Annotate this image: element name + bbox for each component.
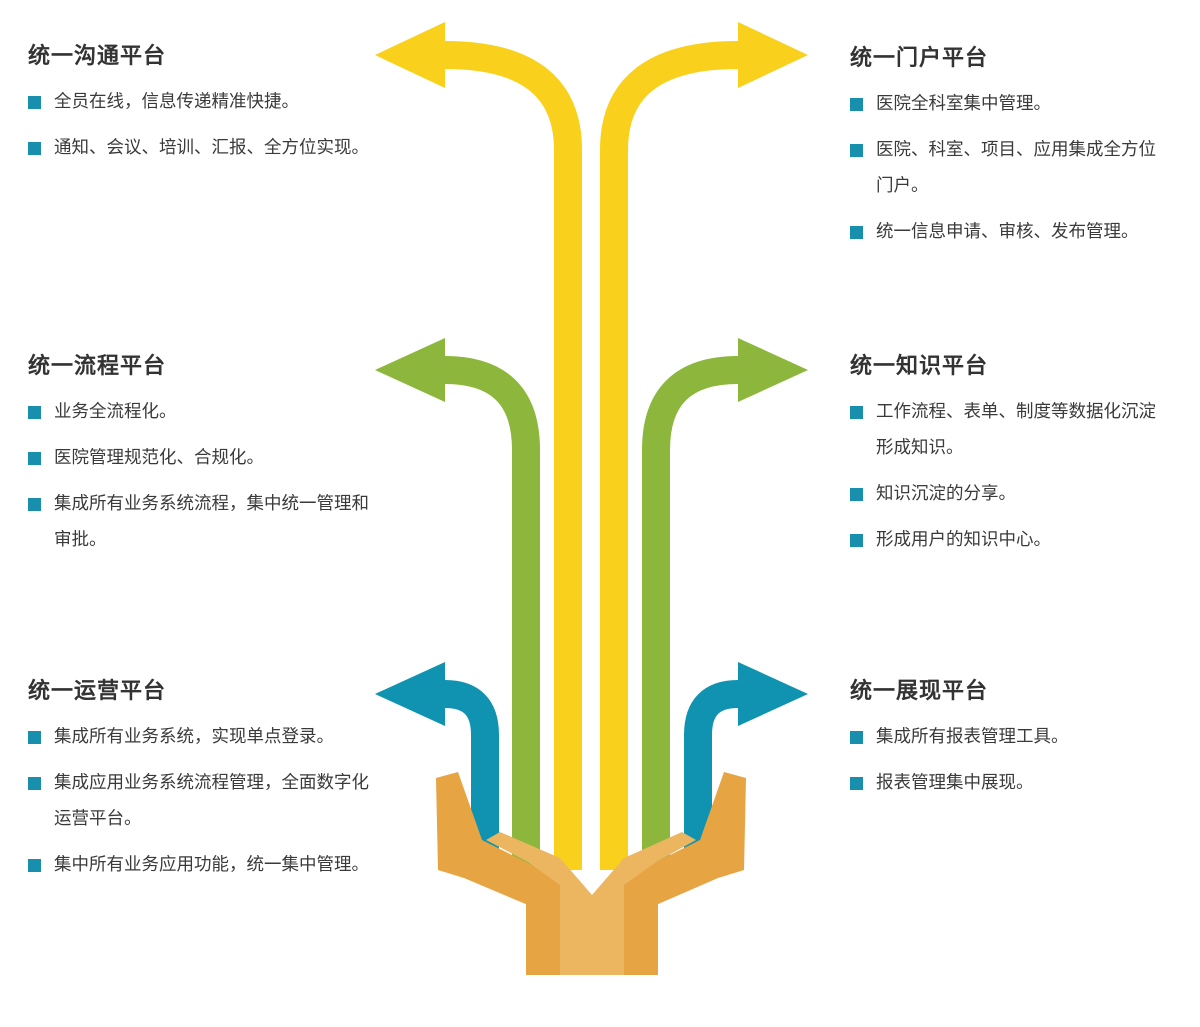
list-item-text: 集成应用业务系统流程管理，全面数字化运营平台。 [54, 773, 369, 829]
section-title: 统一门户平台 [850, 46, 989, 71]
item-list: 医院全科室集中管理。 医院、科室、项目、应用集成全方位门户。 统一信息申请、审核… [850, 86, 1170, 250]
list-item-text: 通知、会议、培训、汇报、全方位实现。 [54, 138, 369, 158]
list-item: 报表管理集中展现。 [850, 765, 1170, 801]
teal-arrow-left [444, 680, 499, 870]
bullet-square-icon [28, 452, 41, 465]
green-arrow-right [642, 356, 739, 870]
list-item: 医院、科室、项目、应用集成全方位门户。 [850, 132, 1170, 204]
section-title: 统一沟通平台 [28, 44, 167, 69]
list-item: 集成所有报表管理工具。 [850, 719, 1170, 755]
list-item-text: 统一信息申请、审核、发布管理。 [876, 222, 1139, 242]
item-list: 集成所有报表管理工具。 报表管理集中展现。 [850, 719, 1170, 801]
list-item: 统一信息申请、审核、发布管理。 [850, 214, 1170, 250]
list-item-text: 形成用户的知识中心。 [876, 530, 1051, 550]
list-item: 工作流程、表单、制度等数据化沉淀形成知识。 [850, 394, 1170, 466]
green-arrow-left [444, 356, 540, 870]
list-item-text: 报表管理集中展现。 [876, 773, 1034, 793]
yellow-arrow-left-head [375, 22, 445, 88]
bullet-square-icon [850, 226, 863, 239]
list-item-text: 集成所有业务系统，实现单点登录。 [54, 727, 334, 747]
bullet-square-icon [850, 534, 863, 547]
list-item: 集成所有业务系统流程，集中统一管理和审批。 [28, 486, 373, 558]
bullet-square-icon [28, 142, 41, 155]
section-knowledge-platform: 统一知识平台 工作流程、表单、制度等数据化沉淀形成知识。 知识沉淀的分享。 形成… [850, 352, 1170, 568]
green-arrow-left-head [375, 338, 445, 402]
bullet-square-icon [28, 96, 41, 109]
list-item-text: 医院、科室、项目、应用集成全方位门户。 [876, 140, 1156, 196]
list-item: 集中所有业务应用功能，统一集中管理。 [28, 847, 373, 883]
list-item-text: 工作流程、表单、制度等数据化沉淀形成知识。 [876, 402, 1156, 458]
bullet-square-icon [28, 406, 41, 419]
bullet-square-icon [28, 731, 41, 744]
list-item-text: 集中所有业务应用功能，统一集中管理。 [54, 855, 369, 875]
bullet-square-icon [850, 406, 863, 419]
item-list: 集成所有业务系统，实现单点登录。 集成应用业务系统流程管理，全面数字化运营平台。… [28, 719, 373, 883]
list-item: 业务全流程化。 [28, 394, 373, 430]
section-communication-platform: 统一沟通平台 全员在线，信息传递精准快捷。 通知、会议、培训、汇报、全方位实现。 [28, 42, 373, 176]
section-operations-platform: 统一运营平台 集成所有业务系统，实现单点登录。 集成应用业务系统流程管理，全面数… [28, 677, 373, 893]
yellow-arrow-right [600, 41, 739, 870]
teal-arrow-left-head [375, 662, 445, 726]
section-title: 统一流程平台 [28, 354, 167, 379]
list-item: 集成所有业务系统，实现单点登录。 [28, 719, 373, 755]
bullet-square-icon [850, 98, 863, 111]
hands-icon [436, 772, 746, 975]
section-process-platform: 统一流程平台 业务全流程化。 医院管理规范化、合规化。 集成所有业务系统流程，集… [28, 352, 373, 568]
list-item: 知识沉淀的分享。 [850, 476, 1170, 512]
item-list: 工作流程、表单、制度等数据化沉淀形成知识。 知识沉淀的分享。 形成用户的知识中心… [850, 394, 1170, 558]
bullet-square-icon [28, 498, 41, 511]
list-item: 全员在线，信息传递精准快捷。 [28, 84, 373, 120]
section-title: 统一运营平台 [28, 679, 167, 704]
section-portal-platform: 统一门户平台 医院全科室集中管理。 医院、科室、项目、应用集成全方位门户。 统一… [850, 44, 1170, 260]
list-item: 通知、会议、培训、汇报、全方位实现。 [28, 130, 373, 166]
list-item-text: 医院管理规范化、合规化。 [54, 448, 264, 468]
list-item-text: 知识沉淀的分享。 [876, 484, 1016, 504]
yellow-arrow-left [444, 41, 582, 870]
teal-arrow-right [684, 680, 739, 870]
teal-arrow-right-head [738, 662, 808, 726]
list-item-text: 医院全科室集中管理。 [876, 94, 1051, 114]
bullet-square-icon [850, 488, 863, 501]
bullet-square-icon [28, 859, 41, 872]
item-list: 全员在线，信息传递精准快捷。 通知、会议、培训、汇报、全方位实现。 [28, 84, 373, 166]
bullet-square-icon [850, 731, 863, 744]
bullet-square-icon [850, 777, 863, 790]
list-item-text: 业务全流程化。 [54, 402, 177, 422]
green-arrow-right-head [738, 338, 808, 402]
yellow-arrow-right-head [738, 22, 808, 88]
list-item-text: 全员在线，信息传递精准快捷。 [54, 92, 299, 112]
list-item: 医院管理规范化、合规化。 [28, 440, 373, 476]
list-item: 医院全科室集中管理。 [850, 86, 1170, 122]
section-display-platform: 统一展现平台 集成所有报表管理工具。 报表管理集中展现。 [850, 677, 1170, 811]
bullet-square-icon [850, 144, 863, 157]
list-item: 形成用户的知识中心。 [850, 522, 1170, 558]
section-title: 统一展现平台 [850, 679, 989, 704]
bullet-square-icon [28, 777, 41, 790]
item-list: 业务全流程化。 医院管理规范化、合规化。 集成所有业务系统流程，集中统一管理和审… [28, 394, 373, 558]
list-item: 集成应用业务系统流程管理，全面数字化运营平台。 [28, 765, 373, 837]
list-item-text: 集成所有业务系统流程，集中统一管理和审批。 [54, 494, 369, 550]
section-title: 统一知识平台 [850, 354, 989, 379]
list-item-text: 集成所有报表管理工具。 [876, 727, 1069, 747]
